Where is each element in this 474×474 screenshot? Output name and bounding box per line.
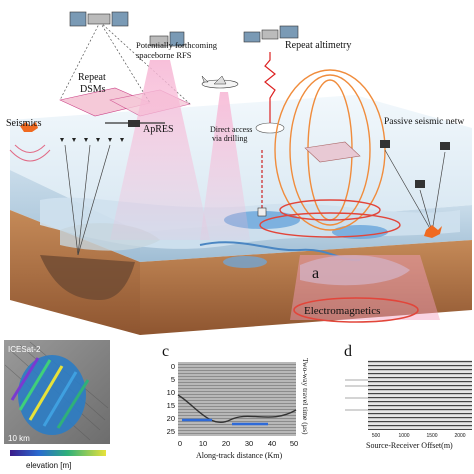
drill-probe [257, 207, 267, 217]
em-label-ring [293, 297, 419, 323]
label-direct-access: Direct access [210, 125, 252, 134]
panel-c-letter: c [162, 343, 169, 360]
panel-d: d 500 1000 1500 2000 Source-Receiver Off… [344, 343, 472, 450]
panel-c-xtick: 10 [199, 439, 207, 448]
panel-d-xticks: 500 1000 1500 2000 [372, 433, 466, 439]
icesat-tracks [10, 357, 90, 429]
panel-c-bed-reflector [177, 394, 297, 423]
altimetry-footprint [255, 122, 285, 134]
airplane-icon [201, 75, 239, 89]
icequake-icon [424, 225, 442, 238]
panel-d-annotations [345, 379, 368, 411]
panel-b-caption: ICESat-2 [8, 345, 41, 354]
panel-c-xtick: 20 [222, 439, 230, 448]
panel-d-xtick: 500 [372, 433, 381, 439]
geophone-row [60, 138, 124, 142]
label-repeat-dsms-2: DSMs [80, 84, 106, 95]
panel-c-ytick: 0 [171, 362, 175, 371]
label-electromagnetics: Electromagnetics [304, 305, 380, 317]
passive-rays [384, 149, 446, 233]
panel-c-ylabel: Two-way travel time (µs) [301, 358, 310, 435]
panel-c-ytick: 5 [171, 375, 175, 384]
seismic-waves [9, 144, 51, 162]
panel-c-yticks: 0 5 10 15 20 25 [167, 362, 175, 436]
airplane-beam [200, 92, 250, 240]
block-diagram [9, 21, 472, 335]
panel-c-xtick: 40 [268, 439, 276, 448]
label-seismics: Seismics [6, 118, 42, 129]
panel-d-seismogram [368, 360, 472, 430]
label-apres: ApRES [143, 124, 174, 135]
satellite-icon [69, 11, 129, 27]
label-repeat-altimetry: Repeat altimetry [285, 40, 351, 51]
panel-c-ytick: 20 [167, 414, 175, 423]
rfs-satellite-icon [149, 31, 185, 47]
panel-c-xtick: 30 [245, 439, 253, 448]
label-direct-access-2: via drilling [212, 134, 247, 143]
panel-c-xtick: 0 [178, 439, 182, 448]
seismic-rays [64, 144, 111, 256]
em-beam [290, 255, 440, 320]
sediment [300, 255, 410, 286]
em-loop-pad [304, 141, 361, 163]
panel-c-xtick: 50 [290, 439, 298, 448]
panel-c: c 0 5 10 15 20 25 0 10 20 30 40 50 Along… [162, 343, 310, 460]
seismic-source-icon [20, 122, 38, 132]
subglacial-lake-2 [332, 225, 388, 239]
panel-b-lake [18, 355, 86, 435]
subglacial-trough [40, 255, 135, 300]
passive-seismic-stations [380, 140, 450, 188]
label-repeat-dsms: Repeat [78, 72, 106, 83]
panel-d-letter: d [344, 343, 352, 360]
altimetry-signal [264, 52, 276, 125]
panel-b-colorbar [10, 450, 106, 456]
panel-d-xtick: 1500 [426, 433, 437, 439]
panel-c-ytick: 25 [167, 427, 175, 436]
panel-d-xtick: 1000 [398, 433, 409, 439]
panel-b-scale: 10 km [8, 434, 30, 443]
panel-c-ytick: 10 [167, 388, 175, 397]
panel-b-colorbar-label: elevation [m] [26, 461, 71, 470]
altimetry-satellite-icon [243, 25, 299, 43]
em-field-lines [259, 69, 401, 238]
subglacial-lake-3 [223, 256, 267, 268]
apres-instrument-icon [105, 120, 165, 127]
label-rfs-2: spaceborne RFS [136, 50, 192, 60]
label-passive-seismic: Passive seismic netw [384, 117, 464, 127]
panel-c-xlabel: Along-track distance (Km) [196, 451, 283, 460]
label-panel-a: a [312, 265, 319, 282]
panel-d-xtick: 2000 [454, 433, 465, 439]
label-rfs: Potentially forthcoming [136, 40, 218, 50]
panel-d-xlabel: Source-Receiver Offset(m) [366, 441, 453, 450]
panel-b: ICESat-2 10 km elevation [m] [4, 340, 110, 470]
panel-c-ytick: 15 [167, 401, 175, 410]
panel-c-xticks: 0 10 20 30 40 50 [178, 439, 298, 448]
rfs-beam [110, 60, 210, 240]
